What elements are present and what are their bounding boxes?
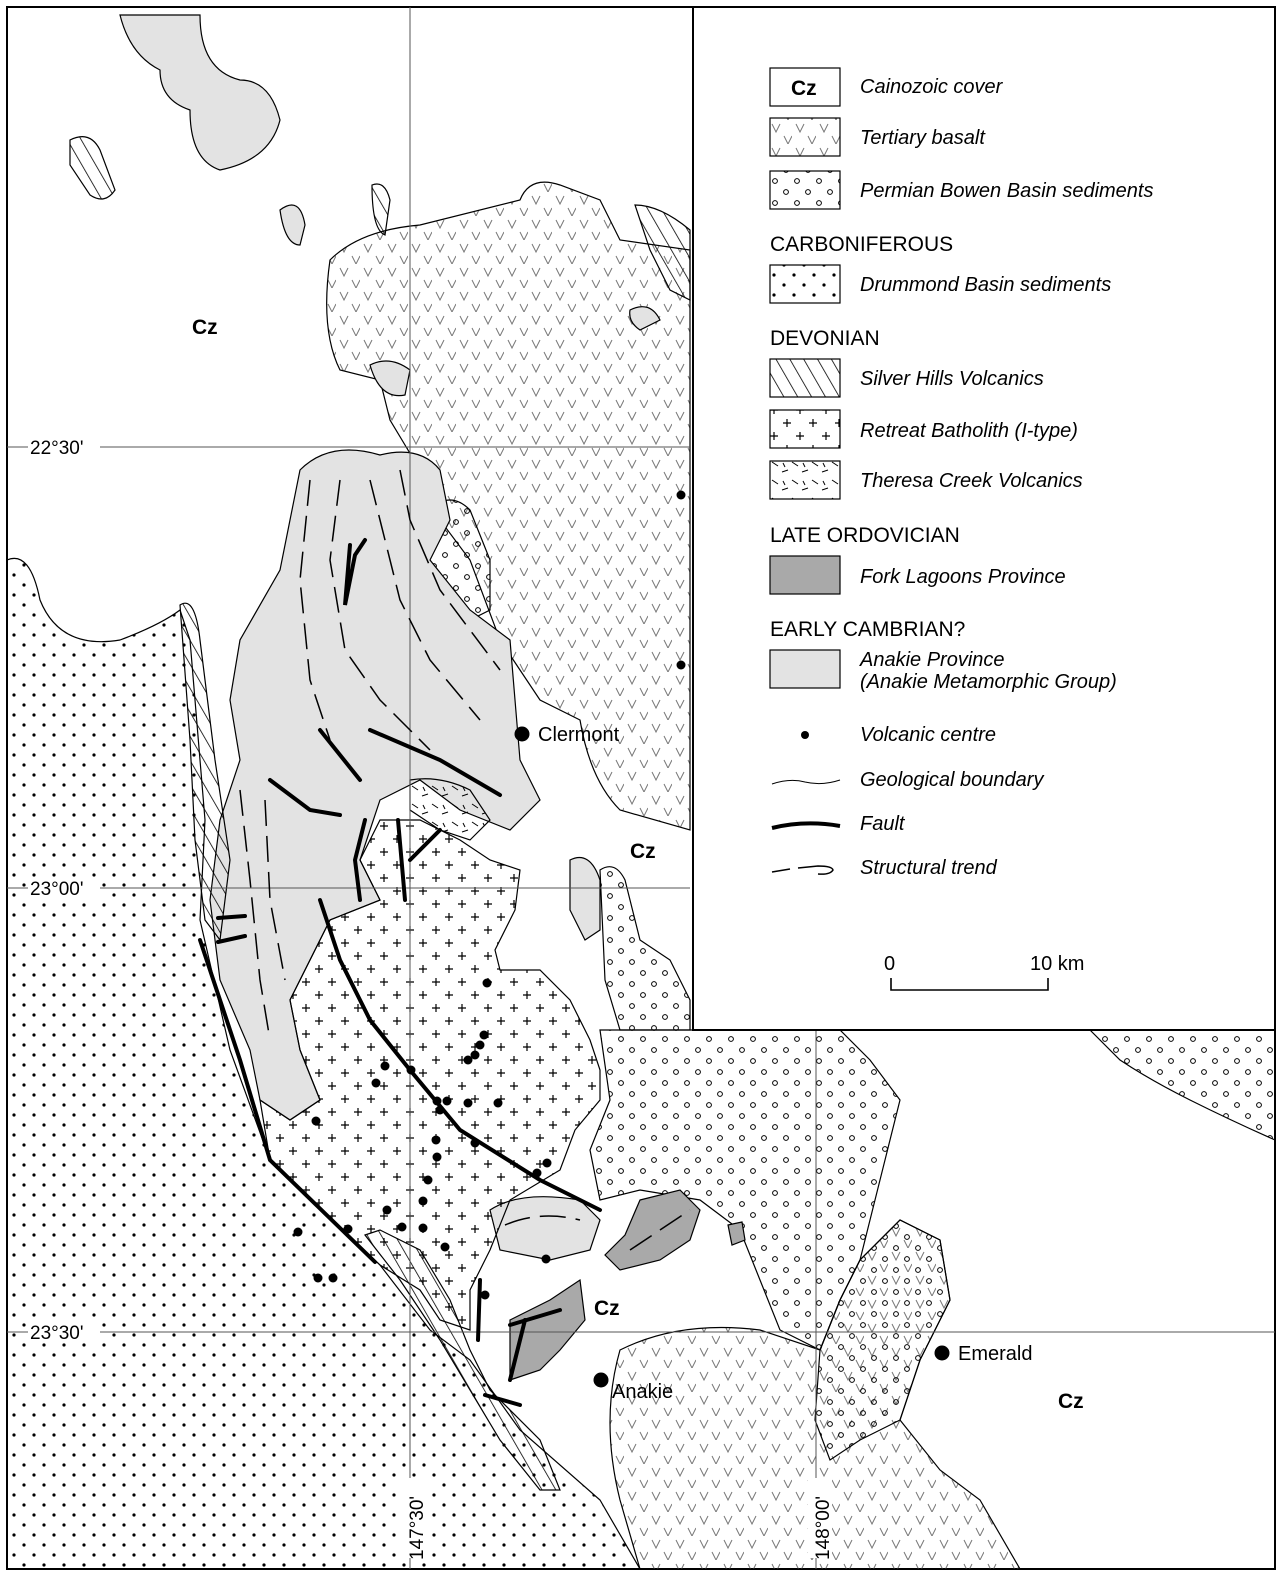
legend-anakie-province: Anakie Province [859,649,1005,671]
legend-heading-carboniferous: CARBONIFEROUS [770,233,953,256]
cz-label-east: Cz [1058,1390,1084,1413]
latitude-label: 23°00' [30,879,84,900]
anakie-province-area [209,449,541,1121]
fork-lagoons-area-3 [727,1221,746,1246]
structural-trends [239,469,691,1251]
fork-lagoons-area-2 [509,1278,586,1381]
volcanic-centres [293,490,686,1300]
anakie-north-blob-4 [629,306,661,331]
anakie-north-blob-2 [279,204,306,246]
silver-hills-north-2 [371,183,391,236]
latitude-label: 22°30' [30,438,84,459]
bowen-basin-east [1088,1029,1276,1141]
anakie-south-area-2 [569,856,601,941]
silver-hills-north-1 [69,136,116,200]
town-clermont: Clermont [538,724,620,746]
town-markers [514,726,950,1388]
town-emerald: Emerald [958,1343,1032,1365]
legend-structural-trend: Structural trend [860,857,998,879]
legend-geological-boundary: Geological boundary [860,769,1044,791]
fork-lagoons-area [604,1189,701,1271]
scale-start-label: 0 [884,953,895,975]
retreat-batholith-area [259,819,601,1331]
legend-silver-hills: Silver Hills Volcanics [860,368,1044,390]
cz-label-central: Cz [630,840,656,863]
longitude-label: 147°30' [407,1496,428,1560]
legend-drummond-basin: Drummond Basin sediments [860,274,1111,296]
legend-cz-symbol: Cz [791,77,817,100]
legend-heading-late-ordovician: LATE ORDOVICIAN [770,524,960,547]
cz-label-south: Cz [594,1297,620,1320]
legend-anakie-metamorphic: (Anakie Metamorphic Group) [860,671,1117,693]
legend-fault: Fault [860,813,906,835]
cz-label-northwest: Cz [192,316,218,339]
town-anakie: Anakie [612,1381,673,1403]
coordinate-grid [7,7,1275,1569]
longitude-label: 148°00' [813,1496,834,1560]
legend-cainozoic: Cainozoic cover [860,76,1004,98]
legend-bowen-basin: Permian Bowen Basin sediments [860,180,1153,202]
tertiary-basalt-north [326,181,691,831]
bowen-basin-emerald [814,1219,951,1461]
bowen-basin-central [589,1029,901,1351]
scale-end-label: 10 km [1030,953,1084,975]
legend-tertiary-basalt: Tertiary basalt [860,127,986,149]
legend-heading-devonian: DEVONIAN [770,327,880,350]
bowen-basin-north [599,866,691,1031]
scale-bar [890,978,1049,991]
legend-retreat-batholith: Retreat Batholith (I-type) [860,420,1078,442]
theresa-creek-area [409,778,491,841]
latitude-label: 23°30' [30,1323,84,1344]
legend-heading-early-cambrian: EARLY CAMBRIAN? [770,618,965,641]
silver-hills-north-3 [634,204,691,301]
legend: Cz Cainozoic cover Tertiary basalt Permi… [692,6,1276,1031]
legend-fork-lagoons: Fork Lagoons Province [860,566,1066,588]
legend-volcanic-centre: Volcanic centre [860,724,996,746]
anakie-north-blob [119,14,281,171]
legend-theresa-creek: Theresa Creek Volcanics [860,470,1083,492]
silver-hills-west [179,602,231,942]
anakie-north-blob-3 [369,360,411,397]
fault-lines [198,538,602,1407]
